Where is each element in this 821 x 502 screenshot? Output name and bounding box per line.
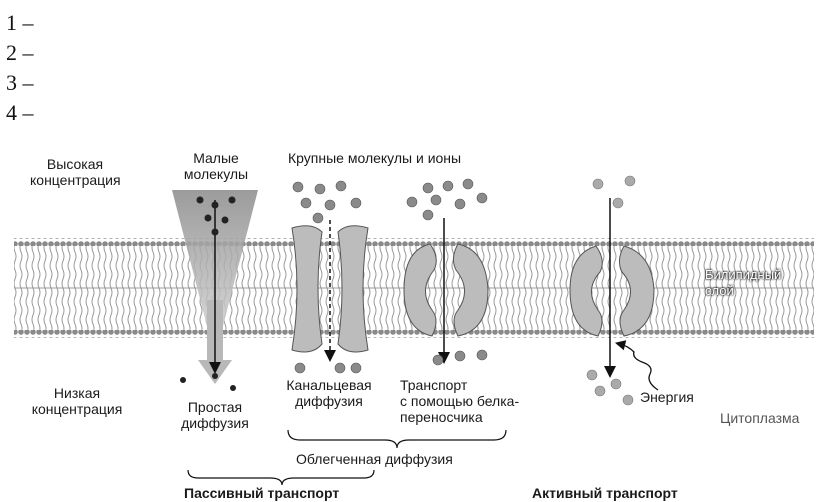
facilitated-diffusion-brace: [288, 430, 506, 448]
cytoplasm-label: Цитоплазма: [720, 410, 799, 426]
facilitated-diffusion-label: Облегченная диффузия: [296, 451, 453, 467]
high-concentration-label: Высокая концентрация: [30, 156, 120, 188]
simple-diffusion-label: Простая диффузия: [170, 399, 260, 431]
low-concentration-label: Низкая концентрация: [30, 385, 124, 417]
large-molecules-label: Крупные молекулы и ионы: [288, 150, 461, 166]
passive-transport-brace: [188, 470, 374, 485]
small-molecules-label: Малые молекулы: [168, 150, 264, 182]
bilipid-layer-label: Билипидный слой: [705, 267, 781, 299]
channel-diffusion-label: Канальцевая диффузия: [270, 377, 388, 409]
active-transport-label: Активный транспорт: [532, 485, 678, 501]
passive-transport-label: Пассивный транспорт: [184, 485, 339, 501]
carrier-transport-label: Транспорт с помощью белка- переносчика: [400, 377, 519, 425]
energy-label: Энергия: [640, 389, 694, 405]
